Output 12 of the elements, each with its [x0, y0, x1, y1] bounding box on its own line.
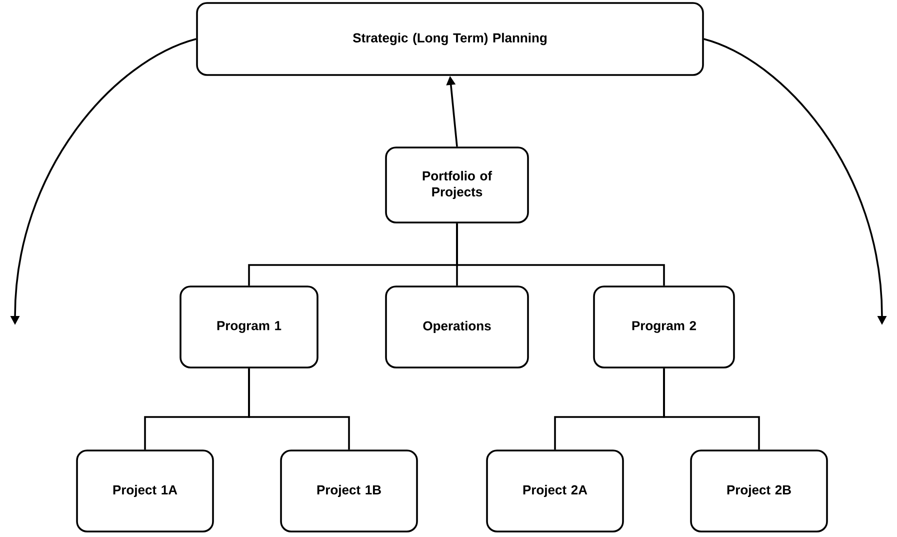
rounded-box: Project 2B — [690, 450, 828, 532]
rounded-box: Portfolio of Projects — [385, 146, 529, 224]
rounded-box: Program 1 — [180, 286, 318, 368]
connector-line — [456, 223, 665, 286]
rounded-box: Operations — [385, 286, 529, 368]
rounded-box: Project 1A — [76, 450, 214, 532]
connector-line — [248, 368, 350, 450]
rounded-box: Project 1B — [280, 450, 418, 532]
connector-line — [663, 368, 760, 450]
rounded-box: Strategic (Long Term) Planning — [196, 2, 704, 76]
rounded-box: Project 2A — [486, 450, 624, 532]
rounded-box: Program 2 — [593, 286, 735, 368]
